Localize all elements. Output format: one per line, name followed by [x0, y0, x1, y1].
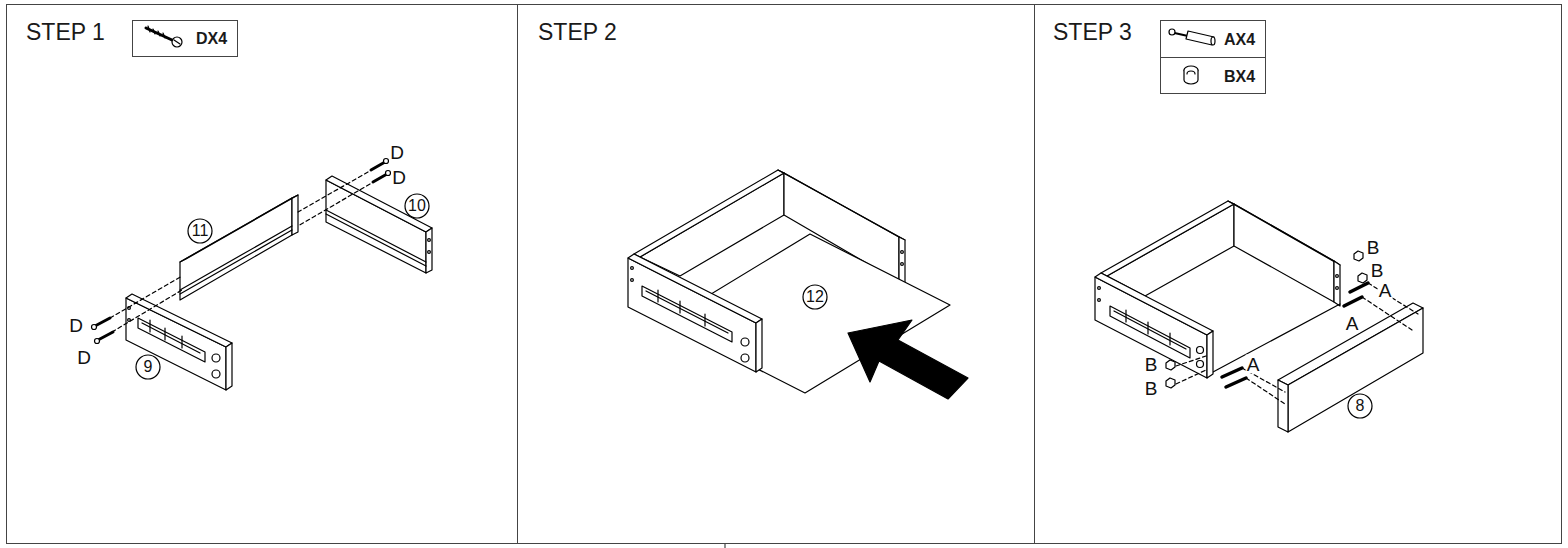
panel-11	[180, 195, 298, 300]
screws-d	[92, 159, 391, 344]
part-letter: B	[1144, 379, 1159, 398]
panel-10	[326, 176, 432, 273]
step-panel: STEP 3 AX4BX4	[1034, 4, 1562, 544]
step-heading: STEP 1	[26, 19, 105, 46]
callout-circles	[136, 194, 429, 379]
panel-9	[126, 294, 232, 390]
screw-icon	[146, 26, 182, 47]
cam-lock-icon	[1184, 66, 1198, 84]
hardware-count: AX4	[1224, 31, 1255, 49]
part-letter: B	[1366, 238, 1381, 257]
callout-number: 10	[408, 198, 426, 214]
callout-number: 8	[1356, 398, 1365, 414]
frame-tick	[724, 544, 725, 548]
step-heading: STEP 2	[538, 19, 617, 46]
part-letter: D	[389, 143, 405, 162]
hardware-box: DX4	[132, 20, 238, 57]
hardware-count: DX4	[196, 30, 227, 48]
step-panel: STEP 2	[517, 4, 1035, 544]
part-letter: D	[68, 316, 84, 335]
part-letter: A	[1246, 355, 1261, 374]
fasteners-a-b	[1166, 251, 1368, 388]
hardware-box: AX4	[1160, 20, 1266, 58]
part-letter: A	[1378, 281, 1393, 300]
hardware-box: BX4	[1160, 57, 1266, 94]
callout-number: 11	[192, 223, 209, 239]
assembly-guides	[110, 172, 370, 332]
step-heading: STEP 3	[1053, 19, 1132, 46]
part-letter: D	[76, 348, 92, 367]
step-panel: STEP 1 DX4	[6, 4, 518, 544]
drawer-box-step3	[1095, 201, 1340, 378]
part-letter: B	[1370, 261, 1385, 280]
callout-number: 9	[144, 359, 153, 375]
part-letter: D	[391, 168, 407, 187]
cam-bolt-icon	[1169, 29, 1215, 45]
part-letter: B	[1144, 355, 1159, 374]
drawer-box-step2	[628, 170, 968, 399]
part-letter: A	[1345, 314, 1360, 333]
assembly-guides	[1176, 283, 1418, 404]
callout-number: 12	[806, 289, 824, 305]
drawer-front-8	[1278, 303, 1423, 432]
hardware-count: BX4	[1224, 68, 1255, 86]
